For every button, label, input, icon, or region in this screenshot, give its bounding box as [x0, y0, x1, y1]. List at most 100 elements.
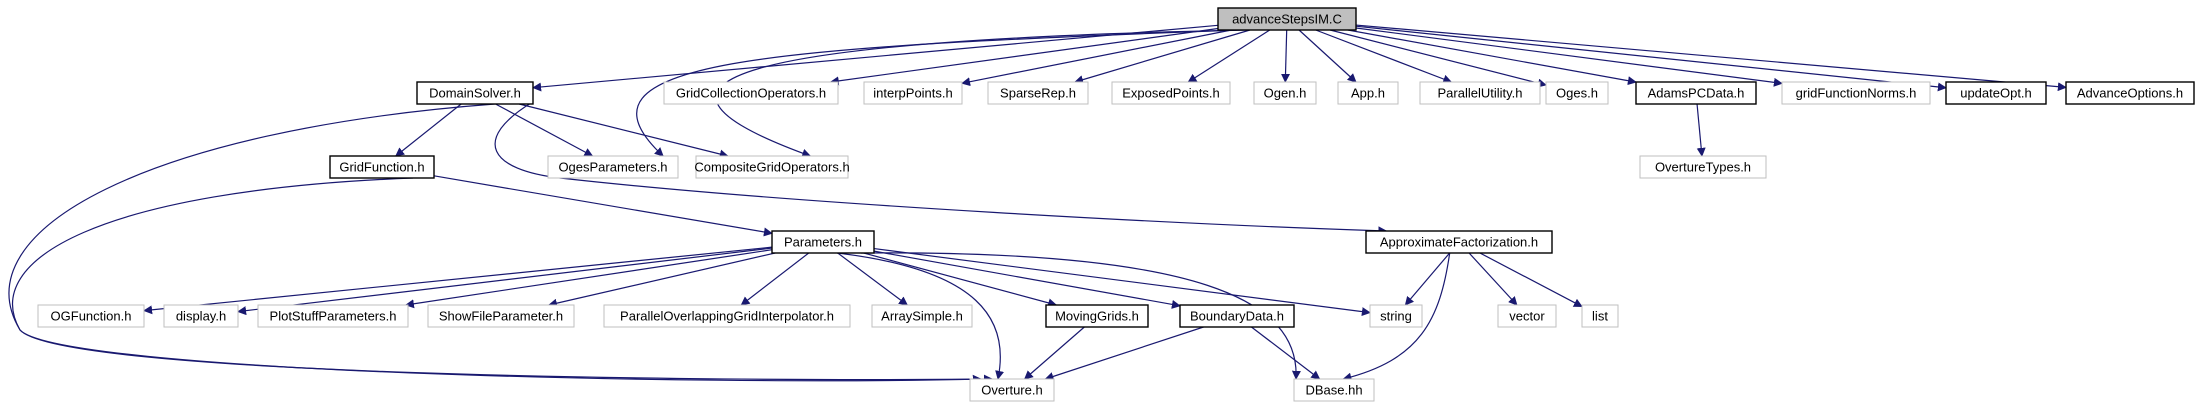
- node-box: [163, 304, 239, 328]
- edge-par-to-mg: [863, 252, 1058, 308]
- edge-root-to-uo: [1355, 25, 1947, 92]
- node-ot: OvertureTypes.h: [1639, 155, 1767, 179]
- node-box: [37, 304, 145, 328]
- node-label: ExposedPoints.h: [1122, 86, 1220, 101]
- node-label: Parameters.h: [784, 235, 862, 250]
- node-db: DBase.hh: [1293, 378, 1375, 402]
- node-pogi: ParallelOverlappingGridInterpolator.h: [603, 304, 851, 328]
- node-label: ArraySimple.h: [881, 309, 963, 324]
- node-ogf: OGFunction.h: [37, 304, 145, 328]
- node-box: [1293, 378, 1375, 402]
- edge-root-to-app: [1298, 29, 1357, 83]
- nodes-layer: advanceStepsIM.C DomainSolver.h GridCollec…: [37, 7, 2195, 402]
- node-box: [603, 304, 851, 328]
- node-box: [547, 155, 679, 179]
- edge-af-to-lst: [1479, 252, 1583, 308]
- edge-bd-to-ovt: [1044, 326, 1204, 381]
- edge-ds-to-op: [495, 103, 594, 157]
- node-label: display.h: [176, 309, 226, 324]
- node-label: updateOpt.h: [1960, 86, 2032, 101]
- node-box: [987, 81, 1089, 105]
- edge-par-to-db: [860, 252, 1301, 380]
- node-mg[interactable]: MovingGrids.h: [1045, 304, 1149, 328]
- edge-root-to-ep: [1187, 29, 1271, 83]
- node-ao[interactable]: AdvanceOptions.h: [2065, 81, 2195, 105]
- node-box: [863, 81, 963, 105]
- node-label: Ogen.h: [1264, 86, 1307, 101]
- node-vec: vector: [1497, 304, 1557, 328]
- node-box: [2065, 81, 2195, 105]
- node-gfn: gridFunctionNorms.h: [1781, 81, 1931, 105]
- edge-gf-to-par: [433, 175, 773, 237]
- node-label: AdamsPCData.h: [1648, 86, 1745, 101]
- edge-par-to-as: [837, 252, 909, 306]
- node-ogen: Ogen.h: [1253, 81, 1317, 105]
- node-box: [1365, 230, 1553, 254]
- node-label: GridCollectionOperators.h: [676, 86, 826, 101]
- node-par[interactable]: Parameters.h: [771, 230, 875, 254]
- node-box: [329, 155, 435, 179]
- node-uo[interactable]: updateOpt.h: [1945, 81, 2047, 105]
- node-label: MovingGrids.h: [1055, 309, 1139, 324]
- node-box: [1781, 81, 1931, 105]
- node-box: [1217, 7, 1357, 31]
- edge-af-to-db: [1342, 252, 1451, 382]
- node-box: [257, 304, 409, 328]
- node-gf[interactable]: GridFunction.h: [329, 155, 435, 179]
- node-box: [1419, 81, 1541, 105]
- node-label: ApproximateFactorization.h: [1380, 235, 1538, 250]
- edge-par-to-bd: [873, 250, 1181, 309]
- node-box: [1337, 81, 1399, 105]
- node-box: [1253, 81, 1317, 105]
- node-root[interactable]: advanceStepsIM.C: [1217, 7, 1357, 31]
- node-label: SparseRep.h: [1000, 86, 1076, 101]
- edge-par-to-sfp: [547, 252, 776, 308]
- node-box: [1945, 81, 2047, 105]
- node-box: [1581, 304, 1619, 328]
- node-ovt: Overture.h: [969, 378, 1055, 402]
- node-label: DomainSolver.h: [429, 86, 521, 101]
- edge-af-to-str: [1404, 252, 1451, 306]
- edge-root-to-oges: [1329, 29, 1547, 88]
- node-bd[interactable]: BoundaryData.h: [1179, 304, 1295, 328]
- node-label: OGFunction.h: [51, 309, 132, 324]
- node-op: OgesParameters.h: [547, 155, 679, 179]
- node-ep: ExposedPoints.h: [1111, 81, 1231, 105]
- edge-root-to-sr: [1074, 29, 1251, 85]
- node-box: [771, 230, 875, 254]
- node-box: [1497, 304, 1557, 328]
- node-af[interactable]: ApproximateFactorization.h: [1365, 230, 1553, 254]
- node-label: PlotStuffParameters.h: [270, 309, 397, 324]
- node-sr: SparseRep.h: [987, 81, 1089, 105]
- node-gco: GridCollectionOperators.h: [663, 81, 839, 105]
- node-label: Overture.h: [981, 383, 1042, 398]
- node-box: [663, 81, 839, 105]
- node-label: AdvanceOptions.h: [2077, 86, 2183, 101]
- edge-par-to-str: [873, 247, 1371, 317]
- node-box: [969, 378, 1055, 402]
- edge-root-to-ogen: [1281, 29, 1291, 83]
- node-box: [1179, 304, 1295, 328]
- edge-par-to-ogf: [143, 246, 773, 315]
- node-label: App.h: [1351, 86, 1385, 101]
- node-label: advanceStepsIM.C: [1232, 12, 1342, 27]
- node-apc[interactable]: AdamsPCData.h: [1635, 81, 1757, 105]
- node-label: CompositeGridOperators.h: [694, 160, 849, 175]
- node-label: DBase.hh: [1305, 383, 1362, 398]
- node-box: [1639, 155, 1767, 179]
- node-label: list: [1592, 309, 1608, 324]
- node-label: BoundaryData.h: [1190, 309, 1284, 324]
- node-ds[interactable]: DomainSolver.h: [416, 81, 534, 105]
- node-box: [1045, 304, 1149, 328]
- node-oges: Oges.h: [1545, 81, 1609, 105]
- node-label: GridFunction.h: [339, 160, 424, 175]
- edge-par-to-pogi: [740, 252, 810, 306]
- edge-root-to-ip: [961, 29, 1232, 87]
- node-box: [416, 81, 534, 105]
- edge-par-to-ovt: [836, 252, 1004, 380]
- edge-apc-to-ot: [1696, 103, 1706, 157]
- node-str: string: [1369, 304, 1423, 328]
- node-box: [1635, 81, 1757, 105]
- edge-bd-to-db: [1251, 326, 1321, 380]
- node-label: Oges.h: [1556, 86, 1598, 101]
